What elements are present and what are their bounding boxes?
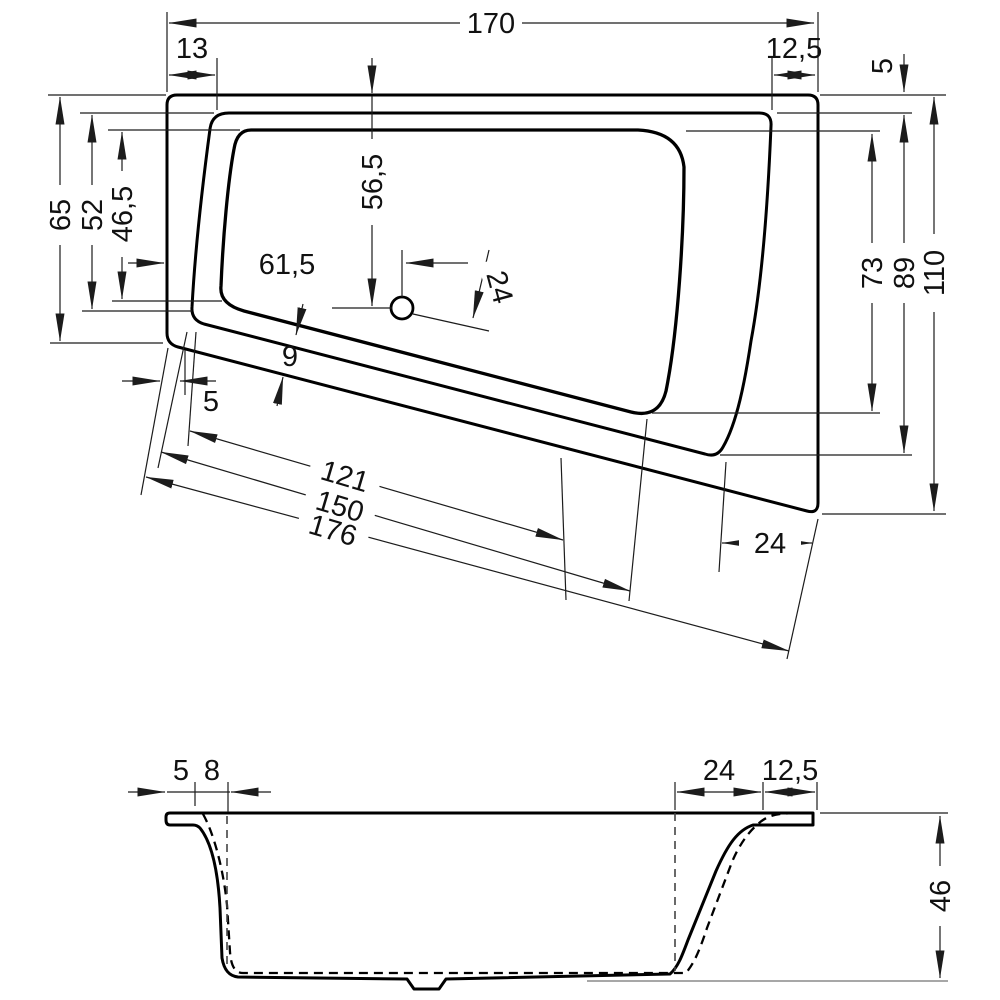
basin-outline	[219, 128, 686, 415]
side-view-section	[164, 811, 948, 991]
dim-rim-diagonal-width-label: 9	[282, 341, 298, 373]
inner-rim-outline	[190, 111, 773, 457]
label-gap	[77, 185, 107, 245]
dim-side-depth-label: 46	[925, 880, 957, 912]
dim-right-basin-label: 73	[857, 257, 889, 289]
dim-corner-cut-label: 24	[754, 528, 786, 560]
ext-line	[157, 331, 188, 469]
label-gap	[357, 139, 387, 225]
dim-right-rim-label: 89	[889, 257, 921, 289]
dim-side-slope-label: 24	[703, 755, 735, 787]
dim-drain-top-label: 56,5	[357, 154, 389, 210]
drain-hole	[389, 295, 415, 321]
label-gap	[857, 243, 887, 303]
label-gap	[919, 234, 949, 312]
dim-side-rim-right-label: 12,5	[762, 755, 818, 787]
label-gap	[925, 866, 955, 926]
label-gap	[306, 452, 384, 501]
dim-diagonal-total-line	[145, 476, 790, 652]
section-solid-profile	[164, 811, 815, 991]
dim-side-rim-left-label: 5	[173, 755, 189, 787]
dim-drain-edge-line	[472, 249, 490, 319]
dim-rim-left-top-label: 13	[176, 33, 208, 65]
dim-drain-left-label: 61,5	[259, 249, 315, 281]
dimension-labels: 170 13 12,5 5 65 52 46,5 56,5 61,5 24 9 …	[45, 8, 957, 912]
ext-line	[718, 461, 727, 573]
top-view-plan	[165, 93, 820, 514]
ext-line	[560, 457, 567, 601]
dim-rim-top-right-edge-label: 5	[867, 58, 899, 74]
extension-lines	[48, 12, 948, 814]
ext-line	[628, 418, 648, 602]
dim-left-basin-label: 46,5	[107, 186, 139, 242]
dimension-lines	[55, 18, 945, 979]
ext-line	[786, 518, 819, 660]
dim-right-total-label: 110	[919, 250, 951, 296]
dim-left-rim-label: 52	[77, 199, 109, 231]
dim-rim-diag-arrow-b	[273, 376, 284, 407]
dim-drain-edge-label-group: 24	[478, 256, 522, 318]
drain-diagonal-ext	[412, 313, 490, 332]
label-gap	[478, 256, 522, 318]
label-gap	[889, 243, 919, 303]
dim-diagonal-offset-label: 5	[203, 386, 219, 418]
dim-side-wall-left-label: 8	[204, 755, 220, 787]
dim-left-total-label: 65	[45, 199, 77, 231]
label-backgrounds	[45, 8, 955, 926]
label-gap	[107, 171, 137, 257]
label-gap	[301, 482, 379, 531]
label-gap	[460, 8, 522, 38]
dim-diagonal-rim-line	[160, 451, 631, 592]
label-gap	[739, 528, 801, 558]
dim-overall-length-label: 170	[467, 8, 515, 40]
section-inner-profile-dashed	[201, 811, 807, 975]
label-gap	[45, 185, 75, 245]
ext-line	[187, 331, 197, 447]
outer-rim-outline	[165, 93, 820, 514]
dim-rim-diag-arrow-a	[295, 303, 307, 336]
dim-rim-right-top-label: 12,5	[766, 33, 822, 65]
ext-line	[140, 347, 169, 496]
label-gap	[294, 506, 372, 555]
